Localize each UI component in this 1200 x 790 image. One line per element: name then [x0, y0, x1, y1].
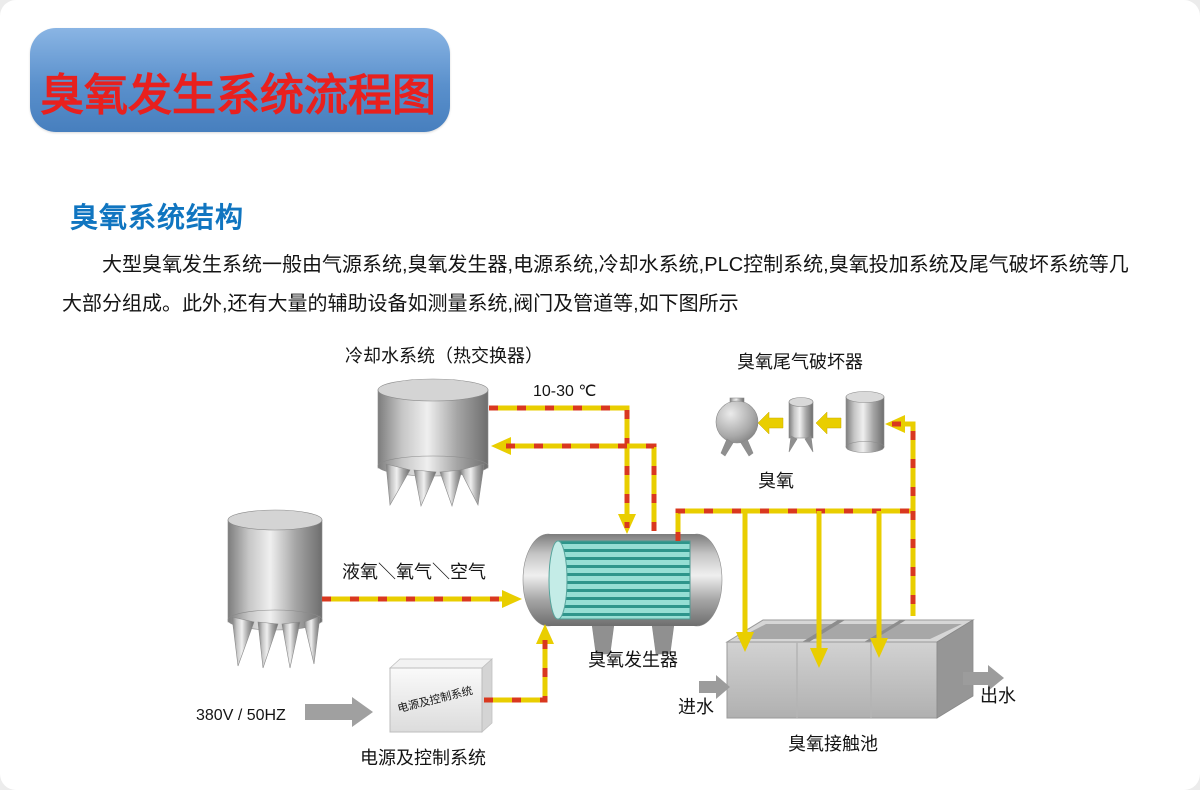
tail-gas-arrow-left-1 — [757, 411, 784, 435]
tail-gas-arrow-left-2 — [815, 411, 842, 435]
section-heading: 臭氧系统结构 — [70, 202, 245, 233]
box-front — [389, 667, 483, 733]
tank-leg — [385, 463, 411, 506]
pool-interior — [737, 624, 962, 639]
tank-leg — [303, 615, 321, 665]
power-control-box: 电源及控制系统 — [388, 658, 494, 733]
sphere-tank — [715, 400, 759, 444]
pool-baffle — [864, 620, 906, 642]
label-water-out: 出水 — [980, 686, 1016, 706]
large-cylinder-lid — [845, 391, 885, 403]
water-in-arrow — [699, 675, 730, 699]
pipe-power-feed-dashes — [484, 630, 548, 703]
label-power-rating: 380V / 50HZ — [196, 707, 286, 724]
tank-leg — [413, 469, 437, 507]
label-tail-gas-destructor: 臭氧尾气破坏器 — [737, 352, 863, 372]
label-ozone: 臭氧 — [758, 471, 794, 491]
large-cylinder — [845, 396, 885, 448]
tank-leg — [257, 621, 279, 669]
water-out-arrow — [963, 665, 1004, 691]
box-side — [481, 658, 493, 733]
label-water-in: 进水 — [678, 697, 714, 717]
label-power-system: 电源及控制系统 — [360, 748, 486, 768]
ozone-generator-vessel — [522, 533, 723, 655]
pipe-cooling-return-dashes — [497, 443, 657, 531]
tank-leg — [740, 438, 754, 457]
pipe-cooling-supply — [489, 405, 636, 534]
label-temperature: 10-30 ℃ — [533, 383, 596, 400]
pool-front-face — [726, 641, 938, 719]
label-contact-pool: 臭氧接触池 — [788, 734, 878, 754]
pipe-cooling-return — [491, 437, 657, 531]
tank-leg — [804, 435, 814, 453]
tank-body — [377, 389, 489, 469]
label-cooling-system: 冷却水系统（热交换器） — [345, 346, 543, 366]
cooling-tower — [377, 378, 489, 507]
tank-lid — [377, 378, 489, 402]
pipes — [322, 405, 916, 703]
pipe-cooling-supply-dashes — [489, 405, 630, 528]
tail-gas-destructor-units — [715, 391, 885, 457]
small-cylinder — [788, 401, 814, 439]
intro-paragraph: 大型臭氧发生系统一般由气源系统,臭氧发生器,电源系统,冷却水系统,PLC控制系统… — [62, 254, 1129, 315]
tank-leg — [281, 621, 301, 669]
pool-right-face — [936, 619, 974, 719]
flow-arrows-gray — [305, 665, 1004, 727]
label-feed-gas: 液氧＼氧气＼空气 — [342, 562, 486, 582]
diagram-labels: 冷却水系统（热交换器） 10-30 ℃ 臭氧尾气破坏器 臭氧 液氧＼氧气＼空气 … — [196, 346, 1016, 768]
power-input-arrow — [305, 697, 373, 727]
pool-baffle — [802, 620, 845, 642]
tank-lid — [227, 509, 323, 531]
box-top — [388, 658, 494, 669]
tank-leg — [720, 438, 734, 457]
tank-leg — [231, 616, 255, 667]
large-cylinder-bottom — [845, 441, 885, 453]
contact-pool — [725, 619, 975, 719]
tank-body — [227, 519, 323, 623]
feed-gas-tank — [227, 509, 323, 669]
label-ozone-generator: 臭氧发生器 — [588, 650, 678, 670]
tank-leg — [439, 469, 463, 507]
tube-bundle-face — [548, 540, 568, 620]
tank-leg — [459, 463, 485, 506]
page-title: 臭氧发生系统流程图 — [40, 71, 436, 120]
small-cylinder-lid — [788, 397, 814, 407]
tank-leg — [788, 435, 798, 453]
title-banner: 臭氧发生系统流程图 — [30, 28, 450, 132]
pipe-power-feed — [484, 624, 554, 703]
tube-bundle — [557, 540, 691, 620]
